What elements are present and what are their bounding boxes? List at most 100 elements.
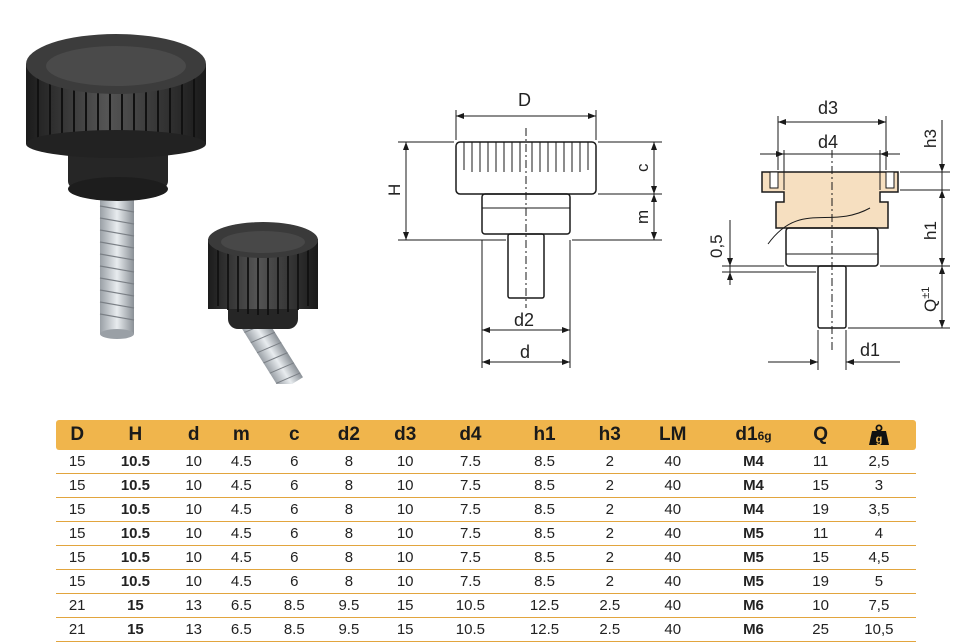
table-cell: 15 [377, 617, 434, 642]
table-cell: 2 [581, 473, 638, 498]
table-cell: 8.5 [507, 497, 582, 522]
table-cell: 19 [799, 569, 842, 594]
col-header-d4: d4 [433, 420, 508, 450]
table-cell: 10.5 [98, 450, 173, 474]
table-cell: 8 [320, 497, 378, 522]
table-cell: 40 [637, 450, 708, 474]
table-cell: 2 [581, 521, 638, 546]
table-cell: 4.5 [214, 497, 268, 522]
svg-text:g: g [876, 433, 883, 445]
table-cell: 7,5 [841, 593, 916, 618]
table-cell: 15 [56, 497, 99, 522]
table-cell: 4.5 [214, 450, 268, 474]
table-cell: 4.5 [214, 473, 268, 498]
table-cell: 40 [637, 545, 708, 570]
table-cell: 10 [172, 450, 215, 474]
table-cell: 25 [799, 617, 842, 642]
table-cell: 10.5 [433, 593, 508, 618]
table-cell: 3,5 [841, 497, 916, 522]
table-cell: 40 [637, 593, 708, 618]
table-cell: 10.5 [98, 473, 173, 498]
table-cell: 15 [56, 521, 99, 546]
table-cell: 15 [56, 473, 99, 498]
table-cell: M4 [707, 450, 800, 474]
table-cell: 10 [172, 521, 215, 546]
table-cell: 10 [172, 545, 215, 570]
label-d2: d2 [514, 310, 534, 330]
table-cell: 11 [799, 450, 842, 474]
label-h3: h3 [921, 129, 940, 148]
table-cell: 8.5 [507, 569, 582, 594]
table-cell: 2.5 [581, 593, 638, 618]
table-cell: 10 [172, 497, 215, 522]
table-cell: 10 [799, 593, 842, 618]
table-cell: 40 [637, 569, 708, 594]
col-header-d2: d2 [320, 420, 378, 450]
table-cell: M5 [707, 545, 800, 570]
table-cell: 6 [267, 545, 321, 570]
table-cell: 2 [581, 450, 638, 474]
table-cell: 10 [377, 497, 434, 522]
table-cell: 4 [841, 521, 916, 546]
table-cell: 10 [377, 545, 434, 570]
table-cell: 3 [841, 473, 916, 498]
table-cell: 6 [267, 521, 321, 546]
col-header-weight: g [841, 420, 916, 450]
table-cell: 10 [377, 450, 434, 474]
table-cell: 6 [267, 450, 321, 474]
table-cell: M4 [707, 473, 800, 498]
technical-drawing: D H c m d2 d [385, 90, 950, 370]
label-H: H [385, 184, 404, 196]
table-cell: 21 [56, 617, 99, 642]
table-cell: 8 [320, 521, 378, 546]
weight-g-icon: g [868, 424, 889, 445]
label-d: d [520, 342, 530, 362]
table-cell: 8 [320, 473, 378, 498]
table-cell: 4,5 [841, 545, 916, 570]
table-cell: 7.5 [433, 545, 508, 570]
table-cell: 15 [56, 569, 99, 594]
table-cell: 4.5 [214, 545, 268, 570]
table-cell: 2.5 [581, 617, 638, 642]
table-cell: 15 [98, 617, 173, 642]
table-cell: 10,5 [841, 617, 916, 642]
table-cell: 40 [637, 473, 708, 498]
table-cell: 11 [799, 521, 842, 546]
col-header-d1: d16g [707, 420, 800, 450]
col-header-h1: h1 [507, 420, 582, 450]
table-cell: 15 [98, 593, 173, 618]
table-cell: M5 [707, 521, 800, 546]
label-Q: Q±1 [920, 287, 940, 312]
table-cell: 9.5 [320, 617, 378, 642]
table-cell: 2 [581, 497, 638, 522]
table-cell: 7.5 [433, 473, 508, 498]
table-cell: M4 [707, 497, 800, 522]
table-cell: 8.5 [507, 450, 582, 474]
table-cell: 8.5 [267, 617, 321, 642]
product-photo [26, 34, 318, 384]
table-cell: M6 [707, 617, 800, 642]
table-cell: 15 [799, 473, 842, 498]
table-cell: 10.5 [98, 521, 173, 546]
table-cell: 15 [377, 593, 434, 618]
section-view-drawing [722, 116, 950, 370]
table-cell: 10 [172, 569, 215, 594]
table-header-row: D H d m c d2 d3 d4 h1 h3 LM d16g Q g [56, 420, 916, 450]
table-cell: 8.5 [507, 521, 582, 546]
table-cell: 19 [799, 497, 842, 522]
label-d1: d1 [860, 340, 880, 360]
table-cell: 10 [377, 521, 434, 546]
table-cell: 9.5 [320, 593, 378, 618]
col-header-d: d [172, 420, 215, 450]
table-cell: 6 [267, 569, 321, 594]
table-cell: 21 [56, 593, 99, 618]
label-d4: d4 [818, 132, 838, 152]
table-cell: 10.5 [433, 617, 508, 642]
table-cell: 8 [320, 569, 378, 594]
label-0-5: 0,5 [707, 234, 726, 258]
